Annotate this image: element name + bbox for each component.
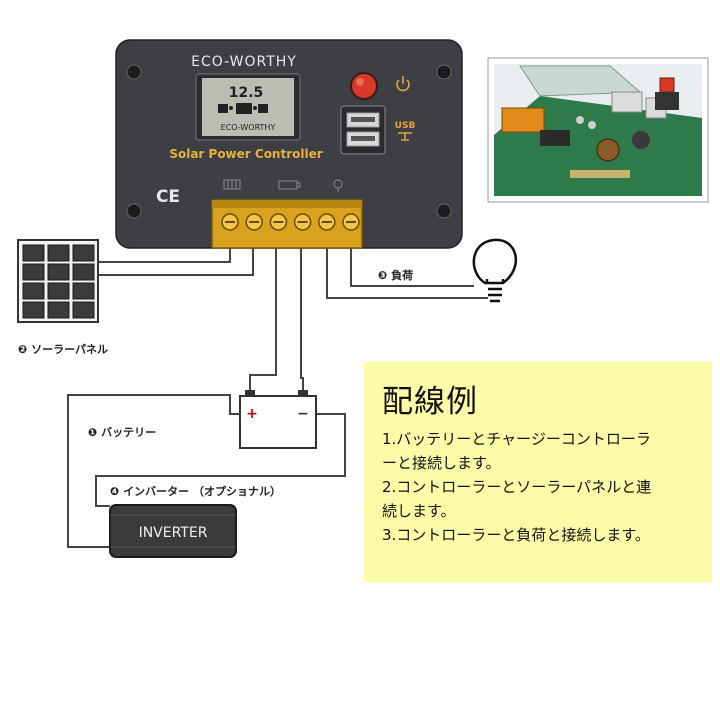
battery-label: ❶ バッテリー	[88, 426, 156, 439]
note-line: 2.コントローラーとソーラーパネルと連	[382, 478, 652, 496]
usb-icon	[398, 132, 412, 141]
usb-label: USB	[395, 121, 416, 131]
solar-panel	[17, 239, 99, 323]
note-steps: 1.バッテリーとチャージーコントローラ ーと接続します。 2.コントローラーとソ…	[382, 427, 698, 547]
solar-cell	[72, 301, 95, 319]
battery-plus: +	[246, 406, 258, 422]
lcd-battery-icons	[218, 103, 268, 114]
lcd-brand: ECO-WORTHY	[221, 123, 276, 132]
note-line: 3.コントローラーと負荷と接続します。	[382, 526, 650, 544]
note-title: 配線例	[382, 384, 478, 420]
battery-terminal	[298, 390, 308, 397]
circuit-board-photo	[487, 57, 709, 203]
inverter-box-label: INVERTER	[139, 525, 208, 541]
power-button-highlight	[356, 78, 364, 86]
note-line: 1.バッテリーとチャージーコントローラ	[382, 430, 651, 448]
battery-minus: −	[297, 406, 309, 422]
solar-cell	[22, 301, 45, 319]
light-bulb-icon	[472, 238, 518, 303]
terminal-icons	[223, 179, 343, 192]
solar-cell	[22, 244, 45, 262]
charge-controller: ECO-WORTHY 12.5 ECO-WORTHY Solar Power C…	[115, 39, 463, 249]
power-button	[350, 72, 378, 100]
controller-brand: ECO-WORTHY	[191, 54, 297, 70]
solar-cell	[47, 244, 70, 262]
battery: + −	[239, 390, 317, 449]
inverter-label: ❹ インバーター （オプショナル）	[110, 484, 281, 498]
solar-cell	[22, 282, 45, 300]
solar-cell	[47, 263, 70, 281]
power-icon	[396, 76, 410, 92]
terminals	[221, 213, 360, 231]
lcd-value: 12.5	[229, 85, 264, 101]
inverter: INVERTER	[109, 504, 237, 558]
mount-hole	[436, 64, 452, 80]
solar-panel-label: ❷ ソーラーパネル	[18, 343, 108, 356]
mount-hole	[126, 203, 142, 219]
wires	[67, 248, 488, 548]
solar-cell	[72, 263, 95, 281]
solar-cell	[72, 244, 95, 262]
solar-cell	[47, 301, 70, 319]
solar-cell	[22, 263, 45, 281]
note-line: ーと接続します。	[382, 454, 501, 472]
ce-mark: CE	[156, 187, 180, 207]
note-line: 続します。	[382, 502, 456, 520]
mount-hole	[126, 64, 142, 80]
solar-cell	[72, 282, 95, 300]
inverter-body	[109, 504, 237, 558]
load-label: ❸ 負荷	[378, 268, 413, 282]
battery-body	[239, 395, 317, 449]
controller-title: Solar Power Controller	[169, 147, 322, 161]
wiring-example-note: 配線例 1.バッテリーとチャージーコントローラ ーと接続します。 2.コントロー…	[364, 362, 712, 582]
solar-panel-cells	[22, 244, 95, 319]
solar-cell	[47, 282, 70, 300]
battery-terminal	[245, 390, 255, 397]
mount-hole	[436, 203, 452, 219]
